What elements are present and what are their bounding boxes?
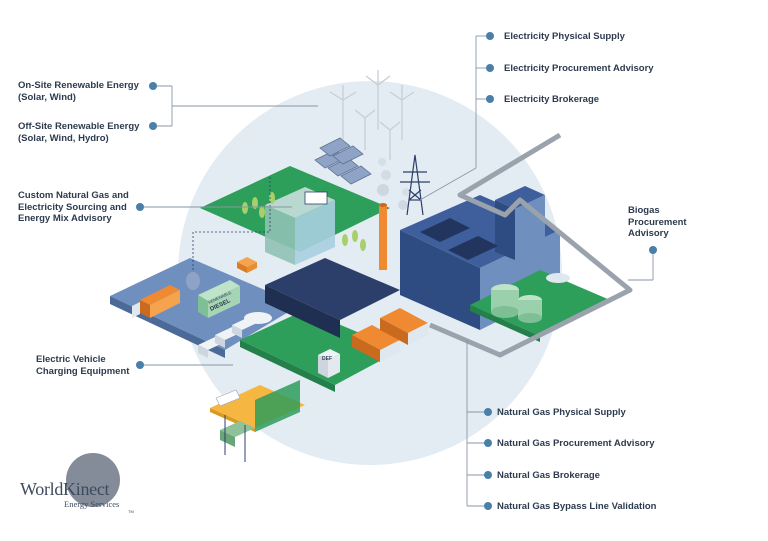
label-electricity-physical-supply: Electricity Physical Supply: [504, 31, 625, 42]
label-onsite-renewable: On-Site Renewable Energy (Solar, Wind): [18, 80, 139, 103]
dot-ng-supply: [484, 408, 492, 416]
power-pylon: [400, 154, 430, 216]
chimney: [379, 205, 387, 270]
dot-ng-advisory: [484, 439, 492, 447]
industrial-scene: RENEWABLE DIESEL DEF: [110, 70, 633, 462]
trees: [242, 192, 366, 251]
label-biogas-procurement: Biogas Procurement Advisory: [628, 205, 687, 239]
label-ev-charging: Electric Vehicle Charging Equipment: [36, 354, 130, 377]
label-natural-gas-bypass-line-validation: Natural Gas Bypass Line Validation: [497, 501, 657, 512]
dot-offsite: [149, 122, 157, 130]
dot-ng-brokerage: [484, 471, 492, 479]
fleet-trucks: [132, 272, 272, 358]
logo-subtitle: Energy Services: [64, 499, 120, 509]
dot-ng-bypass: [484, 502, 492, 510]
label-custom-sourcing: Custom Natural Gas and Electricity Sourc…: [18, 190, 129, 224]
dot-ev: [136, 361, 144, 369]
label-offsite-renewable: Off-Site Renewable Energy (Solar, Wind, …: [18, 121, 140, 144]
ev-charging-station: [210, 380, 305, 462]
label-electricity-brokerage: Electricity Brokerage: [504, 94, 600, 105]
def-station: DEF: [318, 349, 340, 378]
dot-elec-brokerage: [486, 95, 494, 103]
dot-custom: [136, 203, 144, 211]
solar-panels: [314, 137, 372, 185]
label-natural-gas-physical-supply: Natural Gas Physical Supply: [497, 407, 626, 418]
wind-turbines: [329, 70, 415, 160]
worldkinect-logo: WorldKinect Energy Services TM: [18, 455, 148, 515]
leader-lines: [140, 35, 654, 507]
renewable-diesel-tank: RENEWABLE DIESEL: [198, 280, 240, 318]
label-dots: [136, 32, 657, 510]
logo-wordmark: WorldKinect: [20, 479, 110, 499]
depot-platform: [240, 310, 400, 385]
dot-onsite: [149, 82, 157, 90]
label-natural-gas-brokerage: Natural Gas Brokerage: [497, 470, 600, 481]
label-natural-gas-procurement-advisory: Natural Gas Procurement Advisory: [497, 438, 655, 449]
logo-trademark: TM: [128, 509, 134, 514]
delivery-trucks: [352, 308, 428, 362]
logo-circle: [66, 453, 120, 507]
label-electricity-procurement-advisory: Electricity Procurement Advisory: [504, 63, 654, 74]
dot-biogas: [649, 246, 657, 254]
dot-elec-supply: [486, 32, 494, 40]
gas-pipeline: [429, 132, 633, 358]
dot-elec-advisory: [486, 64, 494, 72]
def-sign: DEF: [322, 356, 332, 362]
plant-floor: [265, 258, 400, 320]
